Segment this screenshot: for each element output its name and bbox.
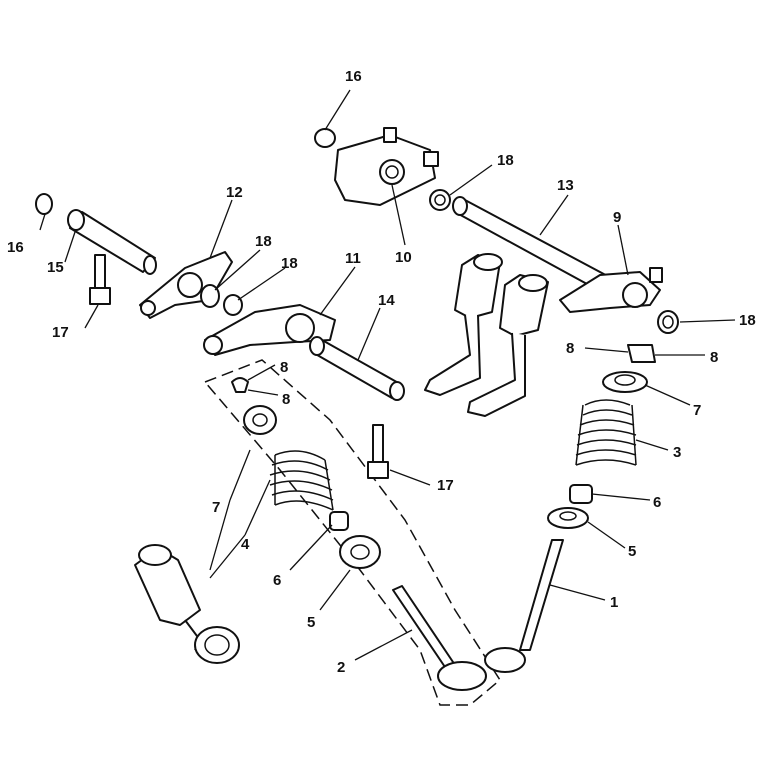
o-ring-icon	[35, 193, 53, 215]
callout-1: 1	[610, 594, 618, 611]
spring-seat-icon	[339, 535, 381, 569]
callout-16-left: 16	[7, 239, 24, 256]
callout-2: 2	[337, 659, 345, 676]
valve-icon	[392, 585, 487, 691]
valve-lifter-icon	[467, 274, 549, 417]
callout-10: 10	[395, 249, 412, 266]
valve-icon	[484, 539, 564, 673]
callout-15: 15	[47, 259, 64, 276]
rocker-shaft-icon	[67, 209, 157, 275]
rocker-support-icon	[334, 127, 439, 206]
valve-seal-icon	[569, 484, 593, 504]
callout-13: 13	[557, 177, 574, 194]
callout-8-left-a: 8	[280, 359, 288, 376]
callout-12: 12	[226, 184, 243, 201]
callout-4: 4	[241, 536, 250, 553]
callout-18-left-a: 18	[255, 233, 272, 250]
rocker-arm-icon	[139, 251, 233, 319]
callout-17-center: 17	[437, 477, 454, 494]
callout-18-left-b: 18	[281, 255, 298, 272]
valve-spring-icon	[269, 450, 334, 511]
bolt-icon	[367, 424, 389, 479]
callout-18-top: 18	[497, 152, 514, 169]
callout-14: 14	[378, 292, 395, 309]
callout-5-right: 5	[628, 543, 636, 560]
callout-3: 3	[673, 444, 681, 461]
rocker-shaft-icon	[309, 336, 405, 401]
valve-spring-icon	[575, 399, 637, 466]
o-ring-icon	[200, 284, 243, 316]
valve-lifter-icon	[424, 253, 503, 396]
spring-retainer-icon	[602, 371, 648, 393]
valve-lifter-icon	[134, 544, 240, 664]
spring-seat-icon	[547, 507, 589, 529]
callout-8-left-b: 8	[282, 391, 290, 408]
leader-lines	[39, 89, 736, 661]
o-ring-icon	[314, 128, 336, 148]
callout-7-right: 7	[693, 402, 701, 419]
bolt-icon	[89, 254, 111, 305]
callout-8-right-b: 8	[710, 349, 718, 366]
callout-11: 11	[345, 250, 361, 267]
callout-16-top: 16	[345, 68, 362, 85]
callout-5-left: 5	[307, 614, 315, 631]
o-ring-icon	[657, 310, 679, 334]
callout-8-right-a: 8	[566, 340, 574, 357]
callout-17-left: 17	[52, 324, 69, 341]
callout-6-left: 6	[273, 572, 281, 589]
callout-18-right: 18	[739, 312, 756, 329]
rocker-arm-icon	[559, 267, 663, 313]
valve-cotter-icon	[627, 344, 656, 363]
valve-cotter-icon	[231, 377, 249, 393]
callout-9: 9	[613, 209, 621, 226]
callout-6-right: 6	[653, 494, 661, 511]
rocker-arm-icon	[203, 304, 336, 356]
callout-7-left: 7	[212, 499, 220, 516]
o-ring-icon	[429, 189, 451, 211]
valve-seal-icon	[329, 511, 349, 531]
spring-retainer-icon	[243, 405, 277, 435]
